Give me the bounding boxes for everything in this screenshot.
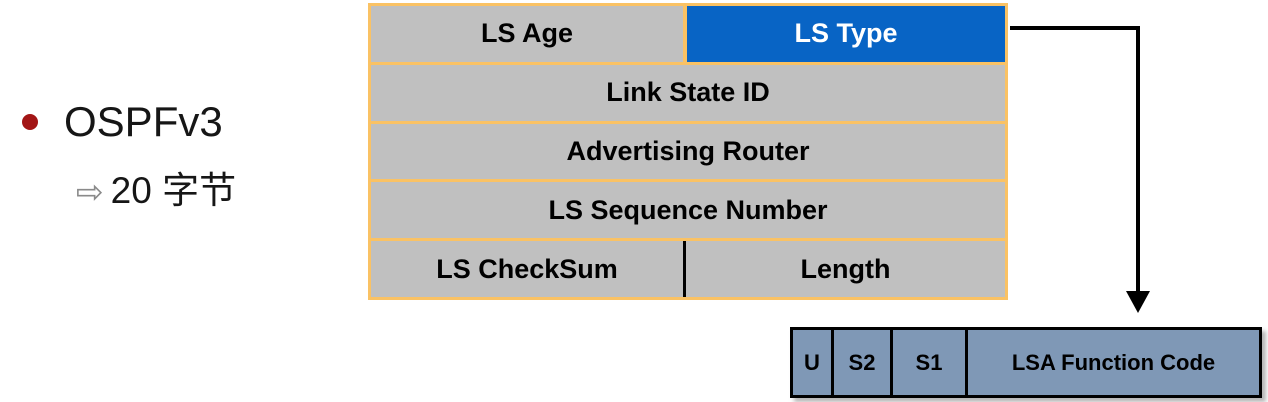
byte-count-label: 20 字节 xyxy=(110,170,237,211)
table-row-link-state-id: Link State ID xyxy=(371,64,1005,121)
lsa-header-table: LS Age LS Type Link State ID Advertising… xyxy=(368,3,1008,300)
sub-bullet-line-20-bytes: ⇨ 20 字节 xyxy=(76,170,236,213)
table-row-ls-sequence-number: LS Sequence Number xyxy=(371,182,1005,239)
field-advertising-router: Advertising Router xyxy=(371,123,1005,180)
field-ls-age: LS Age xyxy=(371,6,683,62)
field-ls-checksum: LS CheckSum xyxy=(371,241,683,297)
ls-type-detail-table: U S2 S1 LSA Function Code xyxy=(790,327,1262,398)
field-link-state-id: Link State ID xyxy=(371,64,1005,121)
bullet-dot-icon xyxy=(22,114,38,131)
field-lsa-function-code: LSA Function Code xyxy=(965,330,1259,395)
table-row-checksum-length: LS CheckSum Length xyxy=(371,241,1005,297)
rightwards-white-arrow-icon: ⇨ xyxy=(76,171,104,211)
bullet-line-ospfv3: OSPFv3 xyxy=(22,98,223,146)
field-ls-sequence-number: LS Sequence Number xyxy=(371,182,1005,239)
table-row-age-type: LS Age LS Type xyxy=(371,6,1005,62)
field-length: Length xyxy=(683,241,1005,297)
field-s2-bit: S2 xyxy=(831,330,890,395)
field-u-bit: U xyxy=(804,349,820,375)
field-s1-bit: S1 xyxy=(890,330,965,395)
table-row-advertising-router: Advertising Router xyxy=(371,123,1005,180)
ospfv3-label: OSPFv3 xyxy=(64,98,223,145)
field-ls-type: LS Type xyxy=(687,6,1005,62)
